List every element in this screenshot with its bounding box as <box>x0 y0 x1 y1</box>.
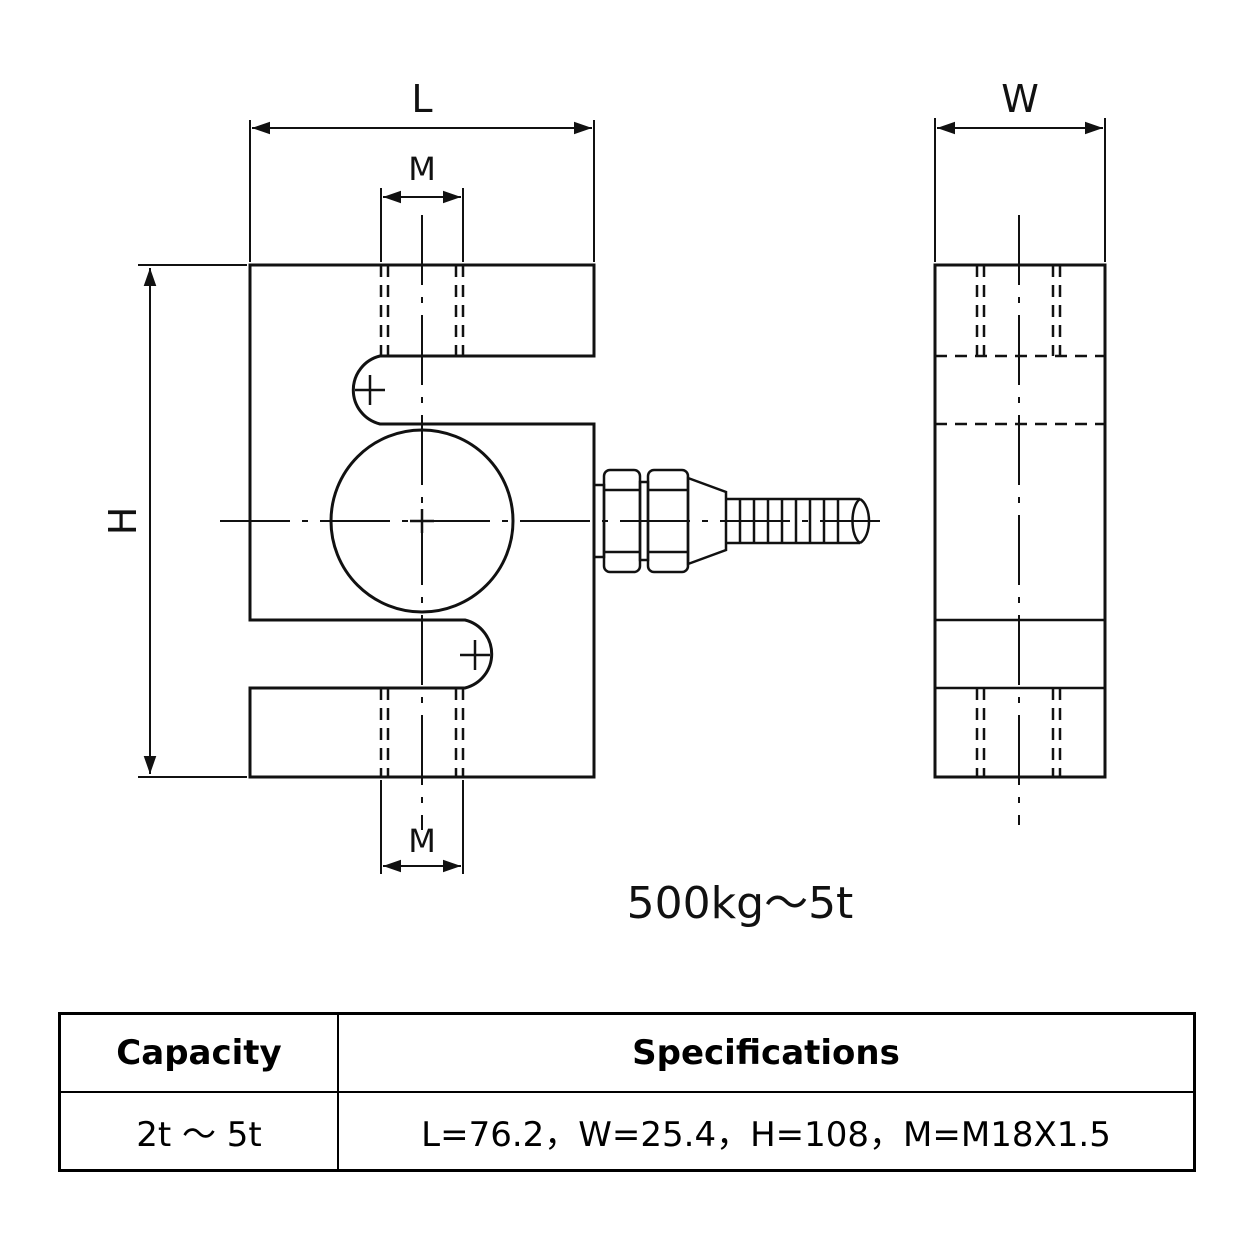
length-label: L <box>411 77 432 121</box>
load-cell-drawing: L M M H W 500kg～5t <box>101 77 1107 929</box>
thread-top-label: M <box>408 150 436 188</box>
height-label: H <box>101 507 145 536</box>
specifications-cell: L=76.2，W=25.4，H=108，M=M18X1.5 <box>337 1091 1196 1172</box>
capacity-header: Capacity <box>58 1012 339 1093</box>
spec-table: Capacity Specifications 2t ～ 5t L=76.2，W… <box>58 1012 1196 1172</box>
width-label: W <box>1001 77 1039 121</box>
dimension-lines-side <box>934 118 1106 262</box>
dimension-lines-front <box>138 120 595 874</box>
cable-connector <box>592 468 728 574</box>
thread-bottom-label: M <box>408 822 436 860</box>
front-center-lines <box>220 215 880 830</box>
capacity-range-label: 500kg～5t <box>627 878 854 929</box>
capacity-cell: 2t ～ 5t <box>58 1091 339 1172</box>
cable <box>726 497 871 545</box>
hidden-thread-lines-front <box>379 265 465 777</box>
table-row: 2t ～ 5t L=76.2，W=25.4，H=108，M=M18X1.5 <box>58 1091 1196 1172</box>
table-header-row: Capacity Specifications <box>58 1012 1196 1093</box>
specifications-header: Specifications <box>337 1012 1196 1093</box>
slot-marks <box>355 375 490 670</box>
front-view-outline <box>248 263 596 779</box>
